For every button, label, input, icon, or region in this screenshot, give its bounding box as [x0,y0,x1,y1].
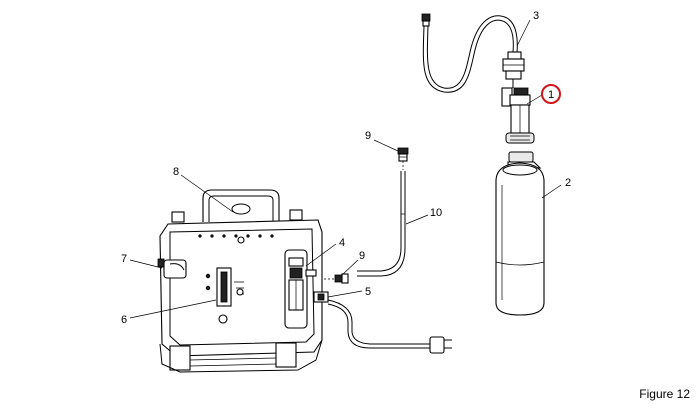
power-cord [327,299,452,354]
figure-caption: Figure 12 [639,387,690,401]
hose-end-fitting [421,13,431,27]
callout-5: 5 [365,286,371,298]
callouts: 1 2 3 4 5 6 7 8 9 9 10 [121,10,571,326]
callout-2: 2 [565,177,571,189]
callout-9-upper: 9 [365,130,371,142]
gas-cylinder [495,151,545,316]
callout-1: 1 [548,89,554,101]
callout-6: 6 [121,314,127,326]
leader-lines [129,19,562,319]
callout-1-highlight-ring [541,84,561,104]
flowmeter [205,267,244,324]
regulator [501,87,535,144]
pressure-gauge-assembly [284,249,317,329]
power-plug [429,336,452,354]
callout-9-lower: 9 [359,250,365,262]
tube-fitting-upper [397,147,409,162]
callout-8: 8 [173,166,179,178]
callout-10: 10 [430,207,442,219]
calibrator-case [157,189,329,373]
tube-fitting-lower [320,273,349,284]
vent-row [198,234,274,238]
left-fitting [157,258,187,279]
callout-7: 7 [121,253,127,265]
hose-assembly [421,13,525,93]
tube-assembly [320,147,409,284]
callout-4: 4 [339,237,345,249]
case-handle [202,189,280,222]
outlet-fitting [313,291,329,303]
hose-connector [502,51,525,88]
callout-3: 3 [533,10,539,22]
